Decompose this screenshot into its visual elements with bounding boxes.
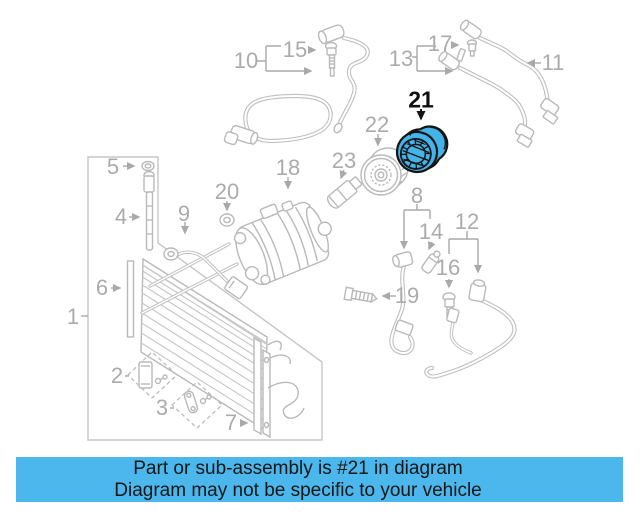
stud-4-drawing <box>143 170 155 251</box>
condenser-drawing <box>126 257 305 439</box>
detail-box-3 <box>171 381 223 429</box>
callout-label-23: 23 <box>331 148 357 173</box>
callout-label-5: 5 <box>106 154 120 179</box>
bolt-19-drawing <box>343 286 378 304</box>
callout-label-6: 6 <box>95 275 109 300</box>
callout-label-4: 4 <box>114 204 128 229</box>
callout-lines <box>111 41 541 427</box>
valve-14-drawing <box>421 250 441 274</box>
callout-label-15: 15 <box>282 37 308 62</box>
seal-strip-6 <box>126 260 135 338</box>
detail-box-2 <box>127 351 178 399</box>
hose-8-drawing <box>391 250 441 353</box>
part-21-highlighted-drawing <box>395 125 449 174</box>
callout-label-10: 10 <box>233 48 259 73</box>
loop-hose-10-drawing <box>223 96 331 146</box>
callout-label-16: 16 <box>435 255 461 280</box>
callout-label-17: 17 <box>427 31 453 56</box>
condenser-pigtail-hose <box>267 381 305 419</box>
condenser-side-bar <box>253 336 262 436</box>
pipes-11-drawing <box>438 19 560 148</box>
receiver-drier <box>262 348 271 439</box>
callout-label-12: 12 <box>454 209 480 234</box>
nut-5-drawing <box>141 160 155 172</box>
callout-label-1: 1 <box>66 304 80 329</box>
banner-line1: Part or sub-assembly is #21 in diagram <box>133 458 463 479</box>
callout-label-9: 9 <box>177 201 191 226</box>
callout-label-2: 2 <box>110 363 124 388</box>
callout-label-13: 13 <box>388 46 414 71</box>
callout-label-11: 11 <box>541 50 565 75</box>
callout-label-8: 8 <box>410 183 424 208</box>
callout-label-21-highlighted: 21 <box>408 86 434 113</box>
callout-label-22: 22 <box>364 112 390 137</box>
highlight-banner: Part or sub-assembly is #21 in diagram D… <box>16 457 623 502</box>
banner-line2: Diagram may not be specific to your vehi… <box>114 480 482 501</box>
fitting-17-drawing <box>466 39 478 57</box>
callout-label-20: 20 <box>214 179 240 204</box>
hose-15-drawing <box>317 24 368 134</box>
bushing-20-drawing <box>219 213 235 227</box>
callout-label-3: 3 <box>155 395 169 420</box>
callout-label-18: 18 <box>275 155 301 180</box>
callout-label-19: 19 <box>394 283 420 308</box>
group-1-outline <box>81 156 323 441</box>
hose-12-drawing <box>426 279 514 377</box>
callout-label-7: 7 <box>224 410 238 435</box>
compressor-drawing <box>233 200 332 286</box>
hose-9-drawing <box>163 247 249 300</box>
bolt-23-drawing <box>326 176 363 209</box>
callout-label-14: 14 <box>418 219 444 244</box>
